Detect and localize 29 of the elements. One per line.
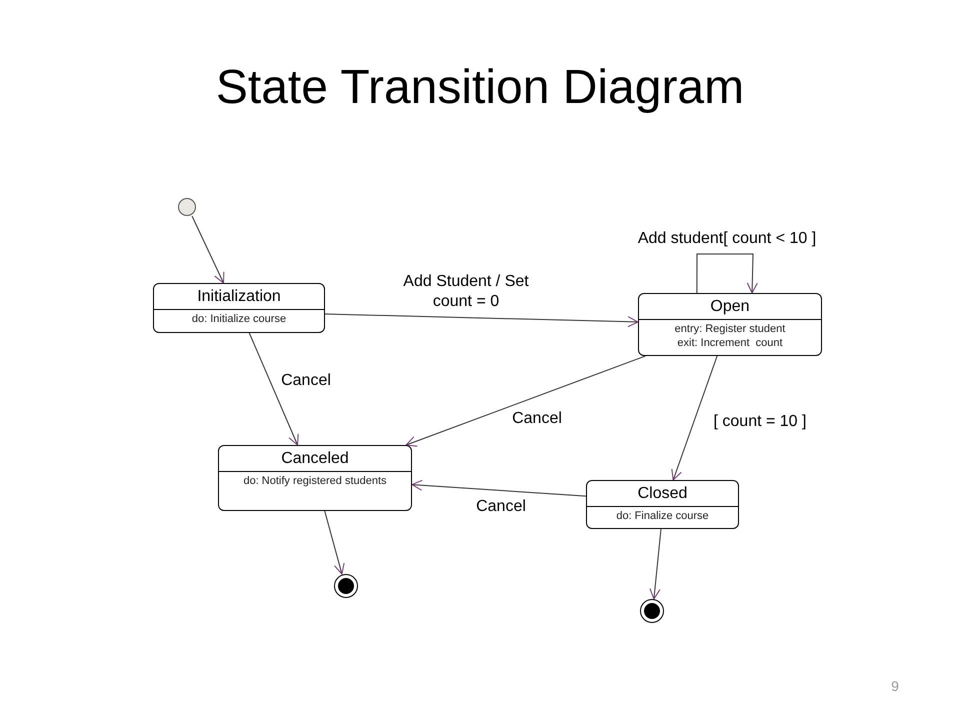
transition-arrow	[649, 528, 662, 600]
edge-label: Add student[ count < 10 ]	[638, 229, 816, 249]
transition-arrow	[324, 510, 345, 574]
final-state	[640, 599, 664, 623]
state-name: Open	[639, 294, 821, 320]
transition-arrow	[324, 314, 638, 328]
state-activity: do: Notify registered students	[243, 474, 387, 488]
state-name: Canceled	[219, 446, 411, 472]
state-box	[638, 293, 822, 356]
state-activity: do: Initialize course	[192, 312, 286, 326]
page-number: 9	[890, 677, 900, 696]
transition-arrow	[412, 480, 586, 497]
transition-arrow	[696, 254, 758, 294]
transition-arrow	[671, 356, 718, 480]
state-activity: exit: Increment count	[677, 336, 783, 350]
title: State Transition Diagram	[214, 60, 746, 116]
state-name: Closed	[587, 481, 738, 507]
state-activity: entry: Register student	[674, 322, 786, 336]
transition-arrow	[192, 216, 224, 284]
state-activity: do: Finalize course	[616, 509, 709, 523]
initial-state	[178, 198, 196, 216]
transition-arrow	[248, 332, 299, 446]
edge-label: [ count = 10 ]	[714, 412, 806, 432]
state-name: Initialization	[154, 284, 324, 310]
state-box	[586, 480, 739, 529]
final-state	[334, 574, 358, 598]
state-box	[153, 283, 325, 333]
transition-arrow	[406, 356, 646, 447]
state-box	[218, 445, 412, 511]
